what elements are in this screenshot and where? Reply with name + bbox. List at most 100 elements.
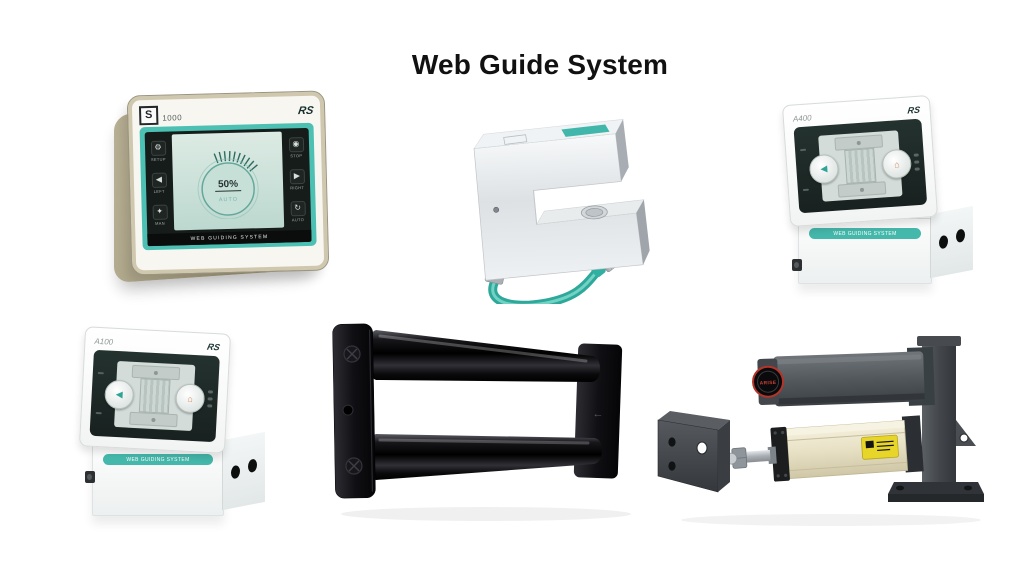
product-s1000-controller: S 1000 RS ⚙ SETUP ◀ LEFT	[112, 90, 342, 294]
s1000-header: S 1000 RS	[138, 100, 315, 127]
a400-edge-mark	[800, 148, 807, 152]
page-title: Web Guide System	[411, 48, 669, 80]
auto-button: ↻ AUTO	[289, 200, 306, 222]
manual-label: MAN	[155, 220, 165, 226]
a100-connector	[85, 471, 95, 483]
piston-rod	[743, 449, 771, 463]
home-icon: ⌂	[187, 393, 194, 404]
top-roller-highlight	[378, 334, 588, 363]
bracket-through-hole	[696, 441, 708, 455]
product-roller-frame: ←	[326, 316, 646, 524]
right-button: ▶ RIGHT	[289, 168, 305, 190]
bracket-hole	[668, 461, 676, 471]
a100-junction-box: WEB GUIDING SYSTEM	[85, 444, 224, 516]
bracket-hole	[668, 437, 676, 447]
column-lug	[956, 420, 976, 446]
roller-frame-illustration: ←	[332, 323, 631, 521]
gear-icon: ⚙	[150, 140, 166, 156]
sensor-screw	[493, 206, 500, 213]
stop-label: STOP	[290, 152, 303, 158]
a400-front-panel: A400 RS ◀ ⌂	[781, 94, 939, 228]
a400-web-track	[844, 147, 877, 184]
frame-bottom-roller	[368, 434, 602, 480]
a400-junction-box: WEB GUIDING SYSTEM	[792, 218, 932, 284]
a100-teal-band: WEB GUIDING SYSTEM	[102, 454, 214, 465]
arrow-left-icon: ◀	[151, 172, 167, 188]
rs-brand-logo: RS	[296, 104, 315, 118]
sensor-body-top	[473, 119, 624, 149]
a400-teal-band: WEB GUIDING SYSTEM	[808, 228, 922, 239]
auto-label: AUTO	[291, 216, 305, 222]
fork-sensor-illustration	[473, 119, 650, 310]
product-a100-controller: WEB GUIDING SYSTEM A100 RS ◀ ⌂	[62, 326, 272, 523]
a100-edge-mark	[95, 411, 102, 415]
manual-button: ✦ MAN	[152, 204, 168, 225]
a100-front-panel: A100 RS ◀ ⌂	[78, 326, 232, 454]
a100-web-track	[138, 378, 171, 414]
frame-shadow	[341, 507, 631, 521]
frame-left-plate	[332, 323, 376, 499]
s1000-left-buttons: ⚙ SETUP ◀ LEFT ✦ MAN	[145, 131, 174, 234]
s1000-front-panel: S 1000 RS ⚙ SETUP ◀ LEFT	[126, 90, 330, 276]
right-label: RIGHT	[290, 184, 305, 190]
sensor-teal-label	[561, 124, 610, 137]
base-plate-top	[888, 482, 984, 494]
actuator-illustration: ARISE	[657, 336, 984, 526]
s1000-screen-bezel: ⚙ SETUP ◀ LEFT ✦ MAN	[139, 122, 317, 251]
arrow-right-icon: ▶	[289, 168, 305, 184]
a100-display: ◀ ⌂	[89, 349, 220, 443]
auto-icon: ↻	[289, 200, 306, 216]
gauge-outer-ring	[197, 158, 259, 220]
a400-side-hole	[939, 234, 948, 250]
sensor-bottom-arm-side	[636, 199, 650, 265]
hand-icon: ✦	[152, 204, 168, 220]
stop-button: ◉ STOP	[288, 136, 304, 158]
gauge-underline	[215, 190, 242, 192]
sensor-notch-shade	[533, 190, 538, 225]
a100-model-label: A100	[94, 336, 114, 347]
actuator-shadow	[681, 514, 981, 526]
home-icon: ⌂	[893, 158, 900, 170]
bottom-roller-highlight	[378, 438, 590, 445]
rs-brand-logo: RS	[206, 341, 222, 353]
stop-icon: ◉	[288, 136, 304, 152]
s1000-gauge: 50% AUTO	[197, 151, 259, 220]
frame-center-hole	[342, 404, 354, 416]
a100-edge-mark	[97, 371, 104, 375]
product-linear-actuator: ARISE	[646, 324, 986, 529]
base-plate-front	[888, 494, 984, 502]
frame-top-roller	[368, 330, 600, 382]
s1000-model-label: 1000	[162, 112, 183, 123]
s1000-screen-main: ⚙ SETUP ◀ LEFT ✦ MAN	[145, 128, 312, 234]
a400-box-side	[930, 205, 973, 279]
a100-indicator-dots	[207, 390, 214, 408]
rs-brand-logo: RS	[907, 104, 922, 116]
product-fork-sensor	[436, 104, 661, 310]
actuator-motor: ARISE	[752, 346, 935, 407]
arrow-left-icon: ◀	[820, 163, 828, 174]
frame-arrow-mark: ←	[593, 408, 604, 420]
a100-box-side	[222, 431, 265, 511]
a100-right-knob: ⌂	[174, 383, 206, 414]
a100-bottom-key	[129, 411, 178, 428]
base-hole	[896, 485, 904, 491]
sensor-cable-highlight	[491, 270, 598, 307]
s1000-brand-letter: S	[144, 108, 153, 122]
a400-connector	[792, 259, 802, 271]
sensor-top-arm-side	[615, 119, 629, 182]
actuator-body	[725, 415, 924, 482]
s1000-brand-logo: S	[138, 105, 159, 125]
s1000-touchscreen: ⚙ SETUP ◀ LEFT ✦ MAN	[144, 127, 312, 247]
a100-side-hole	[231, 464, 240, 480]
a400-side-hole	[956, 228, 965, 244]
a400-edge-mark	[802, 188, 809, 192]
left-bracket	[657, 411, 730, 493]
body-end-cap	[770, 426, 790, 482]
s1000-gauge-panel: 50% AUTO	[171, 131, 285, 231]
base-hole	[964, 485, 972, 491]
arrow-left-icon: ◀	[115, 388, 123, 400]
left-label: LEFT	[153, 188, 165, 194]
left-button: ◀ LEFT	[151, 172, 167, 193]
sensor-emitter-core	[585, 208, 604, 217]
arise-badge-text: ARISE	[760, 380, 777, 387]
